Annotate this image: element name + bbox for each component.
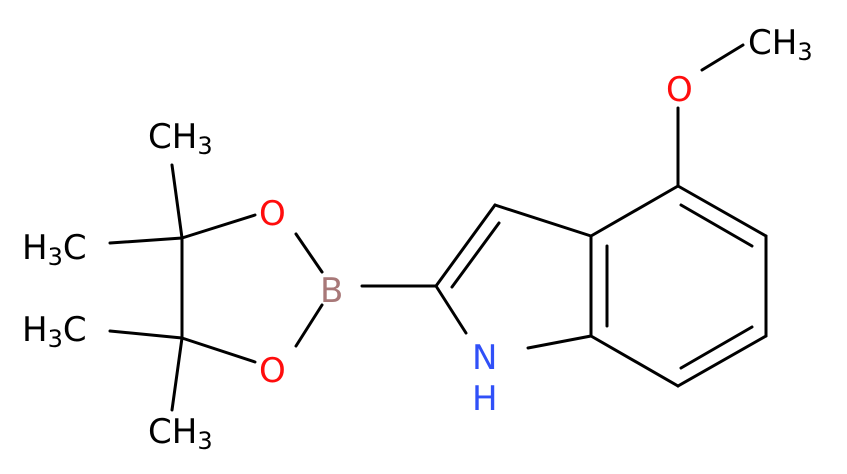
bond-b-o2 xyxy=(294,303,324,348)
bond-b-o1 xyxy=(294,232,324,274)
methyl-methoxy-label: CH3 xyxy=(748,23,813,66)
methyl-methoxy-ch: CH xyxy=(748,23,797,63)
methyl-left-lower-c: C xyxy=(63,310,87,350)
methyl-methoxy-subscript: 3 xyxy=(797,38,812,66)
methyl-left-upper-subscript: 3 xyxy=(48,243,63,271)
bond-c3a-c4 xyxy=(589,184,680,238)
methyl-left-upper-c: C xyxy=(63,228,87,268)
bond-c-bottom-me-left xyxy=(108,329,184,340)
methyl-left-upper-label: H3C xyxy=(22,228,87,271)
bond-c3-c2 xyxy=(434,203,497,288)
bond-c3-c2-inner xyxy=(450,221,501,289)
methyl-left-lower-subscript: 3 xyxy=(48,325,63,353)
bonds xyxy=(108,43,768,412)
methyl-left-lower-label: H3C xyxy=(22,310,87,353)
methyl-top-subscript: 3 xyxy=(197,132,212,160)
bond-o1-c-top xyxy=(180,213,257,240)
methyl-bottom-ch: CH xyxy=(148,412,197,452)
nitrogen-label: N xyxy=(472,338,497,378)
methyl-top-label: CH3 xyxy=(148,117,213,160)
bond-o-ch3 xyxy=(700,43,745,72)
methyl-top-ch: CH xyxy=(148,117,197,157)
bond-c-top-me-up xyxy=(170,163,184,240)
methyl-left-lower-h: H xyxy=(22,310,48,350)
bond-o2-c-bottom xyxy=(180,336,257,364)
bond-c3a-c3 xyxy=(493,203,593,238)
bond-c4-c5-inner xyxy=(679,203,754,248)
bond-c6-c7 xyxy=(676,334,768,388)
bond-n1-c7a xyxy=(526,334,593,350)
bond-c2-n1 xyxy=(434,284,468,335)
bond-c7-c7a xyxy=(589,334,680,388)
methyl-left-upper-h: H xyxy=(22,228,48,268)
bond-c-top-me-left xyxy=(108,236,184,245)
boron-label: B xyxy=(320,271,343,311)
methyl-bottom-label: CH3 xyxy=(148,412,213,455)
bond-c4-c5 xyxy=(676,184,768,238)
oxygen-methoxy-label: O xyxy=(666,70,693,110)
oxygen-ring-bottom-label: O xyxy=(259,351,286,391)
bond-c-bottom-me-down xyxy=(170,336,184,412)
bond-c6-c7-inner xyxy=(679,325,754,370)
oxygen-ring-top-label: O xyxy=(259,194,286,234)
atom-labels: O CH3 O O B N H CH3 H3C H3C CH3 xyxy=(22,23,813,455)
nitrogen-hydrogen-label: H xyxy=(472,379,498,419)
methyl-bottom-subscript: 3 xyxy=(197,427,212,455)
